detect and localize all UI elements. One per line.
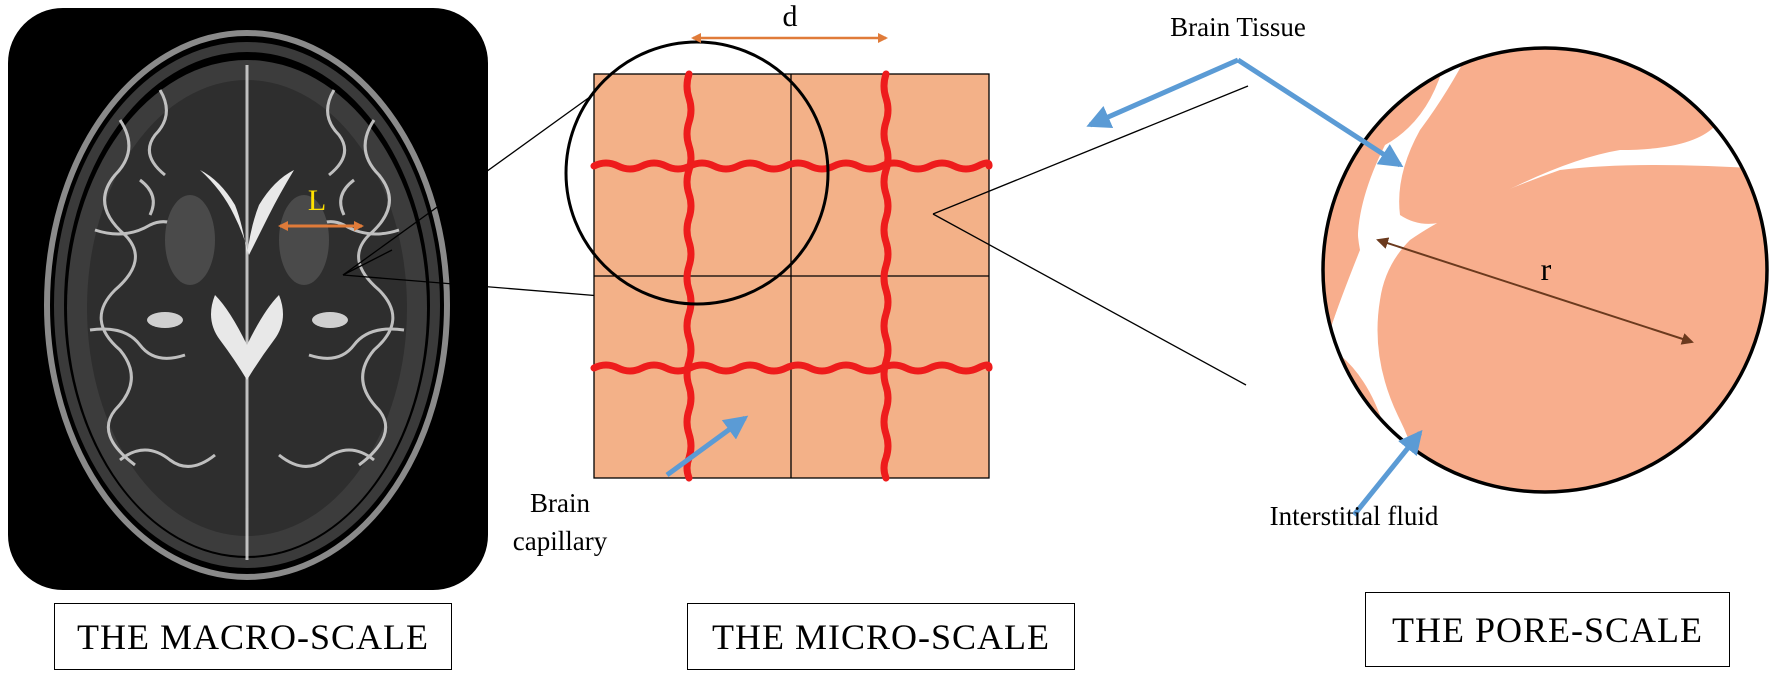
pore-scale-caption: THE PORE-SCALE: [1365, 592, 1730, 667]
capillary-arrow: [665, 415, 749, 478]
skull-outline: [44, 30, 450, 580]
radius-label: r: [1541, 251, 1552, 287]
brain-tissue-arrow-micro: [1086, 57, 1240, 128]
mri-brain-image: L: [8, 8, 488, 590]
annotation-arrows: [665, 57, 1423, 517]
capillary-label-line1: Brain: [530, 488, 590, 518]
ventricles: [147, 170, 348, 380]
zoom-lines-micro: [932, 85, 1249, 386]
tissue-cell: [1399, 48, 1720, 224]
tissue-cell: [1323, 48, 1445, 400]
interstitial-fluid-arrow: [1352, 429, 1423, 517]
capillary-label-line2: capillary: [513, 526, 608, 556]
radius-arrow: [1376, 237, 1694, 345]
pore-scale-circle: r: [1321, 46, 1769, 494]
spacing-label: d: [783, 0, 798, 33]
length-label: L: [308, 184, 326, 217]
capillary-vertical-2: [880, 70, 892, 482]
pore-circle-outline: [1321, 46, 1769, 494]
micro-tissue-grid: d: [564, 0, 993, 482]
macro-scale-caption: THE MACRO-SCALE: [54, 603, 452, 670]
brain-tissue-label: Brain Tissue: [1170, 12, 1306, 42]
capillary-vertical-1: [683, 70, 695, 482]
capillary-horizontal-1: [590, 159, 993, 173]
brain-tissue-arrow-pore: [1236, 57, 1404, 168]
capillary-horizontal-2: [590, 361, 993, 375]
capillaries: [590, 70, 993, 482]
interstitial-fluid-label: Interstitial fluid: [1270, 501, 1439, 531]
micro-scale-caption: THE MICRO-SCALE: [687, 603, 1075, 670]
